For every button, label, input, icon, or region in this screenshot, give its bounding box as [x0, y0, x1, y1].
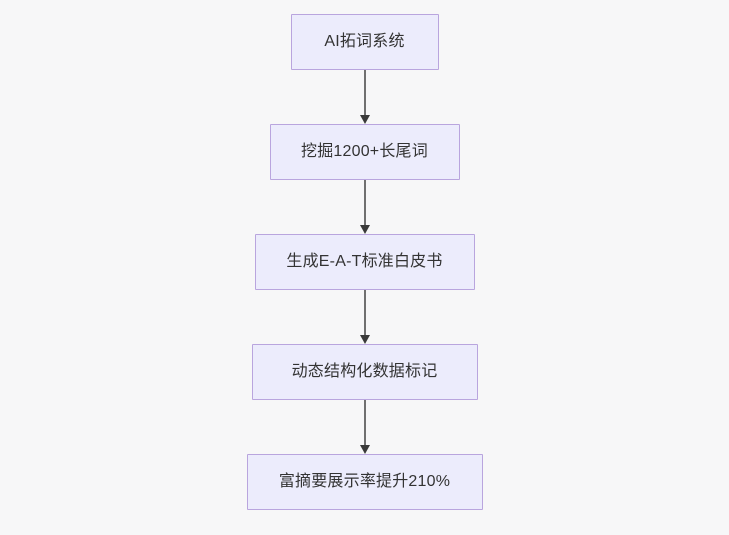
- flow-node-1[interactable]: AI拓词系统: [290, 14, 439, 70]
- down-arrow-icon: [359, 335, 370, 344]
- flow-node-1-label: AI拓词系统: [324, 33, 405, 50]
- flow-node-3-label: 生成E-A-T标准白皮书: [286, 253, 443, 270]
- flow-edge-2-line: [363, 180, 366, 226]
- flow-edge-1: [358, 70, 372, 124]
- down-arrow-icon: [359, 225, 370, 234]
- flow-node-5-label: 富摘要展示率提升210%: [278, 473, 451, 490]
- flow-node-5[interactable]: 富摘要展示率提升210%: [246, 454, 483, 510]
- down-arrow-icon: [359, 115, 370, 124]
- flow-node-4[interactable]: 动态结构化数据标记: [251, 344, 478, 400]
- flow-node-4-label: 动态结构化数据标记: [291, 363, 438, 380]
- flow-node-3[interactable]: 生成E-A-T标准白皮书: [254, 234, 475, 290]
- flow-node-2-label: 挖掘1200+长尾词: [301, 143, 428, 160]
- flow-edge-4: [358, 400, 372, 454]
- flow-edge-3-line: [363, 290, 366, 336]
- down-arrow-icon: [359, 445, 370, 454]
- flow-edge-4-line: [363, 400, 366, 446]
- flow-edge-3: [358, 290, 372, 344]
- flow-edge-1-line: [363, 70, 366, 116]
- flow-node-2[interactable]: 挖掘1200+长尾词: [269, 124, 460, 180]
- flow-edge-2: [358, 180, 372, 234]
